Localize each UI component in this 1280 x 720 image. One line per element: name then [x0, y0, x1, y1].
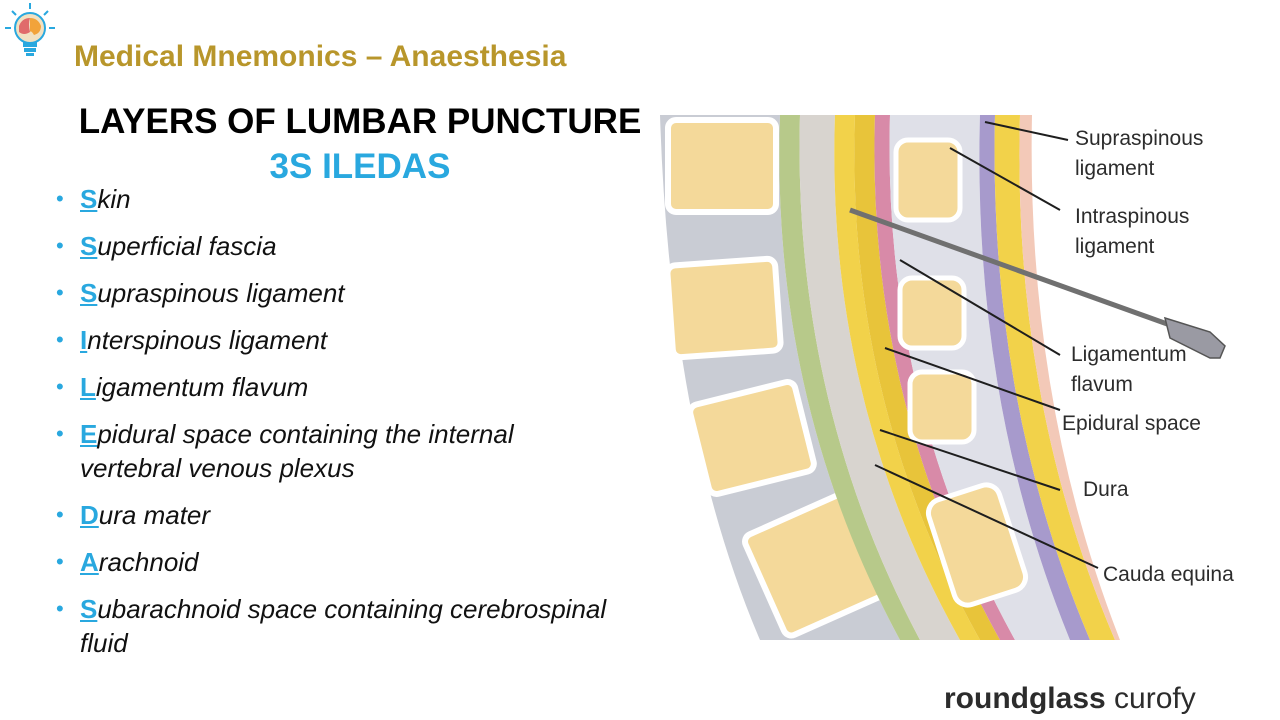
spinal-needle	[849, 207, 1171, 328]
spinous-process	[893, 137, 963, 223]
lumbar-puncture-illustration	[660, 115, 1226, 640]
epidural-band	[854, 115, 1000, 640]
vertebral-body	[687, 379, 817, 497]
header-title: Medical Mnemonics – Anaesthesia	[74, 40, 567, 73]
mnemonic-letter: S	[80, 594, 98, 624]
item-text: kin	[97, 184, 131, 214]
item-text: ura mater	[98, 500, 211, 530]
leader-line	[949, 147, 1061, 211]
label-supraspinous-2: ligament	[1075, 157, 1155, 180]
mnemonic-letter: S	[80, 231, 98, 261]
fat-band	[994, 115, 1115, 640]
list-item: •Ligamentum flavum	[56, 372, 309, 402]
item-text: ubarachnoid space containing cerebrospin…	[80, 594, 607, 658]
slide-title: LAYERS OF LUMBAR PUNCTURE	[78, 102, 642, 141]
item-text: upraspinous ligament	[97, 278, 345, 308]
leader-line	[984, 121, 1069, 141]
item-text: igamentum flavum	[95, 372, 309, 402]
label-intraspinous: Intraspinous	[1075, 205, 1190, 228]
leader-line	[899, 259, 1061, 356]
mnemonic-letter: I	[80, 325, 88, 355]
label-ligamentum: Ligamentum	[1071, 343, 1187, 366]
spinous-process	[897, 275, 967, 351]
label-dura: Dura	[1083, 478, 1129, 501]
list-item: •Skin	[56, 184, 131, 214]
list-item: •Supraspinous ligament	[56, 278, 345, 308]
label-intraspinous-2: ligament	[1075, 235, 1155, 258]
label-epidural: Epidural space	[1062, 412, 1201, 435]
leader-line	[884, 347, 1061, 411]
vertebral-body	[664, 255, 784, 361]
layer-list: •Skin •Superficial fascia •Supraspinous …	[56, 182, 616, 673]
mnemonic-letter: L	[80, 372, 96, 402]
spinous-region	[889, 115, 1070, 640]
spinous-process	[907, 369, 977, 445]
spinous-process	[925, 482, 1029, 608]
brand-logo: roundglass curofy	[944, 682, 1196, 715]
label-cauda: Cauda equina	[1103, 563, 1234, 586]
mnemonic-letter: S	[80, 278, 98, 308]
list-item: •Arachnoid	[56, 547, 199, 577]
dura-band	[834, 115, 980, 640]
vertebral-body	[665, 117, 779, 215]
list-item: •Interspinous ligament	[56, 325, 328, 355]
posterior-longitudinal-band	[779, 115, 920, 640]
label-supraspinous: Supraspinous	[1075, 127, 1204, 150]
mnemonic-title: 3S ILEDAS	[269, 147, 451, 186]
mnemonic-letter: D	[80, 500, 99, 530]
supraspinous-band	[979, 115, 1090, 640]
needle-hub	[1163, 316, 1226, 359]
item-text: nterspinous ligament	[87, 325, 328, 355]
cauda-equina-band	[799, 115, 960, 640]
item-text: uperficial fascia	[97, 231, 277, 261]
item-text: pidural space containing the internal ve…	[80, 419, 514, 483]
mnemonic-letter: A	[80, 547, 99, 577]
item-text: rachnoid	[98, 547, 199, 577]
lightbulb-brain-icon	[5, 3, 55, 56]
leader-line	[879, 429, 1061, 491]
mnemonic-letter: S	[80, 184, 98, 214]
list-item: •Subarachnoid space containing cerebrosp…	[56, 594, 607, 658]
leader-line	[874, 464, 1099, 569]
skin-band	[1019, 115, 1120, 640]
list-item: •Epidural space containing the internal …	[56, 419, 514, 483]
mnemonic-letter: E	[80, 419, 98, 449]
list-item: •Superficial fascia	[56, 231, 277, 261]
label-flavum: flavum	[1071, 373, 1133, 396]
list-item: •Dura mater	[56, 500, 211, 530]
flavum-band	[874, 115, 1015, 640]
